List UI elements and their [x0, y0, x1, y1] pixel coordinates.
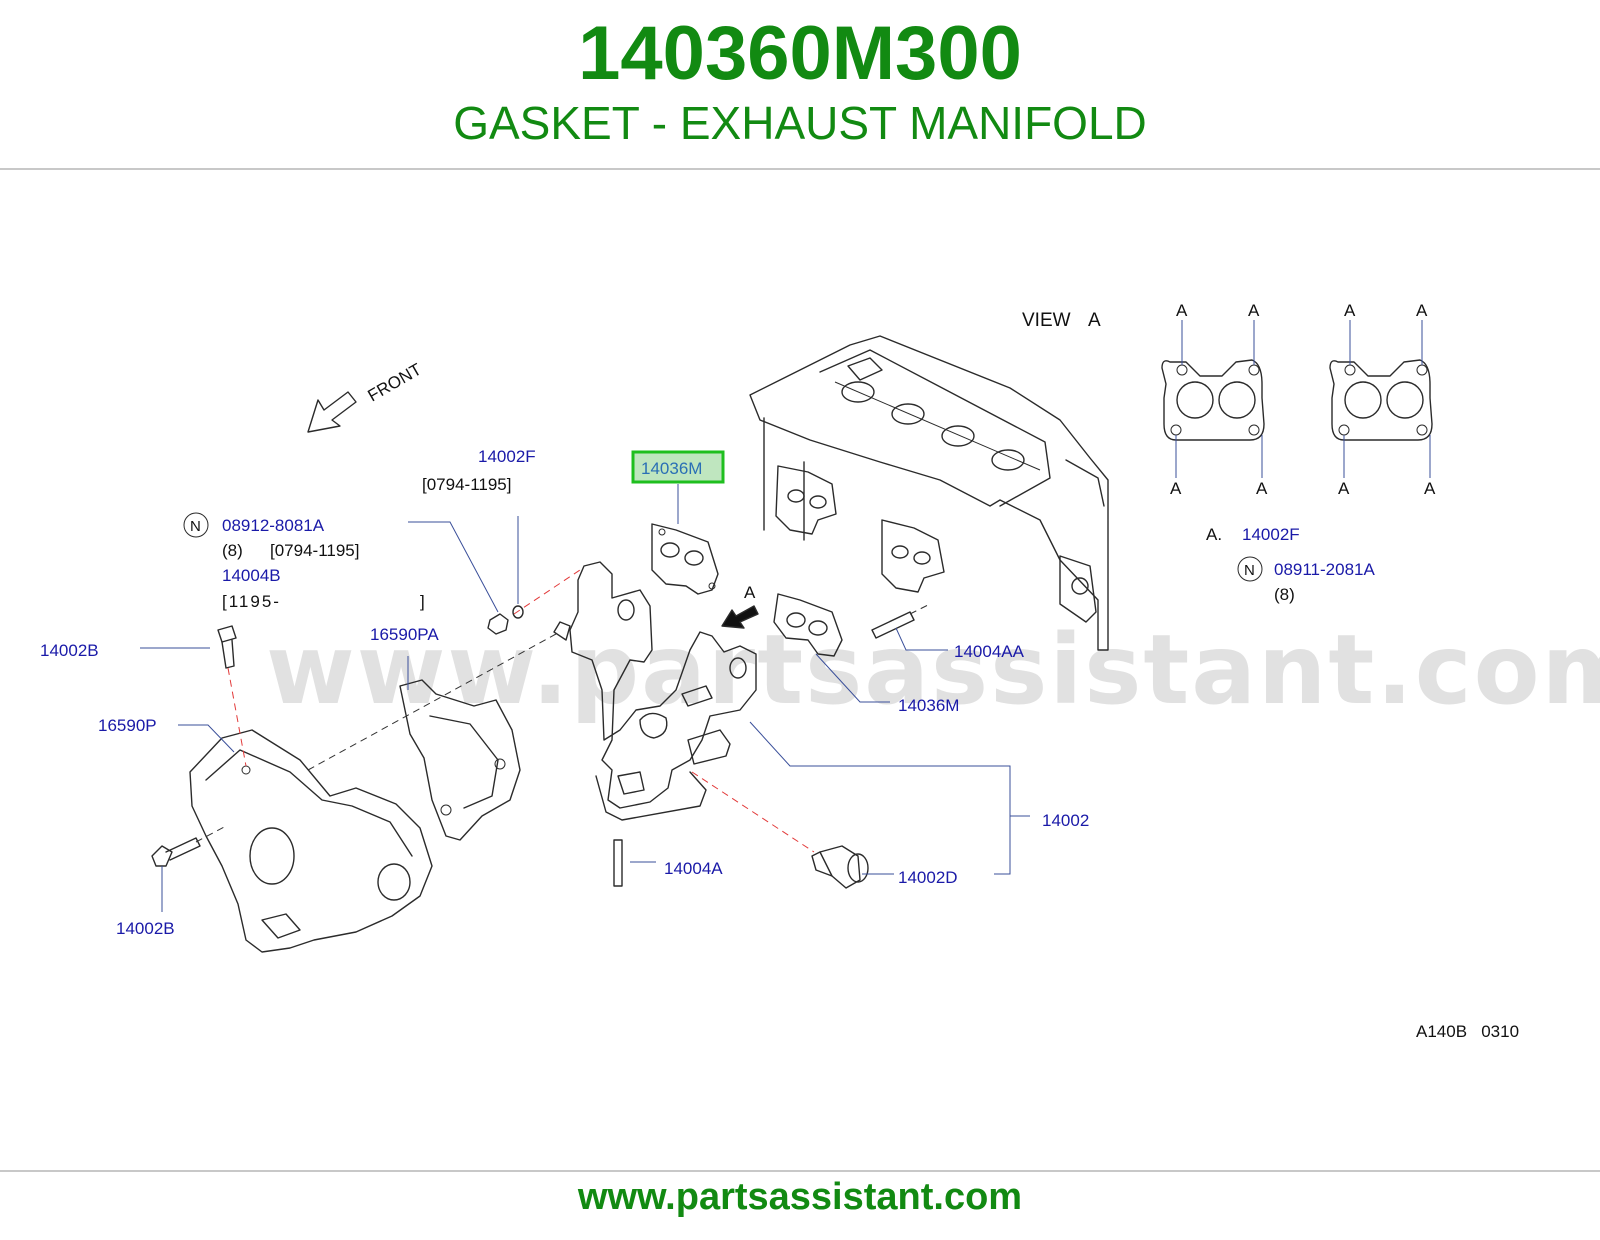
callout-14004B-range: [1195- — [222, 592, 281, 611]
alignment-line-bolt-to-shield — [227, 667, 247, 767]
part-number-title: 140360M300 — [578, 11, 1022, 96]
new-part-symbol-letter: N — [190, 518, 201, 535]
footer-divider — [0, 1170, 1600, 1172]
front-label: FRONT — [365, 360, 425, 406]
stud-14004A-icon — [613, 839, 623, 887]
engine-block-drawing — [749, 335, 1109, 651]
callout-14004B-range-end: ] — [420, 592, 425, 611]
callout-14002F-top-range: [0794-1195] — [422, 475, 511, 494]
callout-14002D[interactable]: 14002D — [898, 868, 958, 887]
view-a-reference-nut[interactable]: 08911-2081A — [1274, 560, 1375, 579]
view-a-hole-letter-5: A — [1344, 301, 1356, 320]
view-a-gasket-right-drawing — [1329, 320, 1433, 478]
view-a-hole-letter-6: A — [1416, 301, 1428, 320]
highlighted-callout-box — [631, 450, 725, 484]
view-a-new-part-symbol-letter: N — [1244, 562, 1255, 579]
bolt-14002D-icon — [811, 845, 869, 889]
callout-14002F-top[interactable]: 14002F — [478, 447, 536, 466]
heat-shield-16590P-drawing — [189, 729, 433, 953]
view-a-pointer-letter: A — [744, 583, 756, 602]
gasket-14036M-lower-drawing — [773, 593, 843, 657]
view-a-hole-letter-8: A — [1424, 479, 1436, 498]
view-a-pointer-arrow-icon — [721, 605, 759, 629]
callout-14002[interactable]: 14002 — [1042, 811, 1089, 830]
view-a-hole-letter-1: A — [1176, 301, 1188, 320]
callout-14004A[interactable]: 14004A — [664, 859, 723, 878]
view-a-gasket-left-drawing — [1161, 320, 1265, 478]
view-a-reference-qty: (8) — [1274, 585, 1295, 604]
alignment-line-nut-to-manifold — [513, 569, 581, 615]
footer-url[interactable]: www.partsassistant.com — [577, 1176, 1023, 1218]
callout-14036M-lower[interactable]: 14036M — [898, 696, 959, 715]
gasket-14036M-upper-drawing — [651, 523, 719, 595]
callout-16590PA[interactable]: 16590PA — [370, 625, 439, 644]
stud-14004AA-icon — [871, 611, 915, 639]
callout-14002B-top[interactable]: 14002B — [40, 641, 99, 660]
callout-14004B[interactable]: 14004B — [222, 566, 281, 585]
nut-08912-8081A-icon — [487, 605, 524, 635]
view-a-hole-letter-3: A — [1170, 479, 1182, 498]
exhaust-manifold-14002-drawing — [553, 561, 757, 821]
view-a-reference-part[interactable]: 14002F — [1242, 525, 1300, 544]
leader-lines — [140, 484, 1030, 912]
view-a-hole-letter-4: A — [1256, 479, 1268, 498]
page-header: 140360M300 GASKET - EXHAUST MANIFOLD — [0, 0, 1600, 170]
bolt-14002B-lower-icon — [151, 837, 201, 867]
part-description-title: GASKET - EXHAUST MANIFOLD — [453, 97, 1147, 149]
new-part-symbol-icon — [183, 512, 209, 538]
bolt-14002B-upper-icon — [217, 625, 237, 669]
watermark-text: www.partsassistant.com — [266, 614, 1600, 726]
front-direction-arrow-icon — [307, 391, 357, 433]
view-a-letter: A — [1088, 310, 1101, 331]
callout-14002B-bottom[interactable]: 14002B — [116, 919, 175, 938]
callout-08912-8081A[interactable]: 08912-8081A — [222, 516, 325, 535]
view-a-label: VIEW — [1022, 310, 1071, 331]
diagram-code: A140B 0310 — [1416, 1022, 1519, 1041]
callout-14004AA[interactable]: 14004AA — [954, 642, 1025, 661]
callout-16590P[interactable]: 16590P — [98, 716, 157, 735]
alignment-line-bolt-14002D — [691, 771, 815, 853]
view-a-hole-letter-2: A — [1248, 301, 1260, 320]
highlighted-callout-14036M[interactable]: 14036M — [641, 459, 702, 478]
view-a-hole-letter-7: A — [1338, 479, 1350, 498]
view-a-new-part-symbol-icon — [1237, 556, 1263, 582]
callout-08912-8081A-range: [0794-1195] — [270, 541, 359, 560]
header-divider — [0, 168, 1600, 170]
alignment-line-lower-bolt — [195, 825, 227, 843]
view-a-reference-prefix: A. — [1206, 525, 1222, 544]
heat-insulator-16590PA-drawing — [399, 679, 521, 841]
alignment-line-stud-14004AA — [909, 603, 931, 615]
callout-08912-8081A-qty: (8) — [222, 541, 243, 560]
